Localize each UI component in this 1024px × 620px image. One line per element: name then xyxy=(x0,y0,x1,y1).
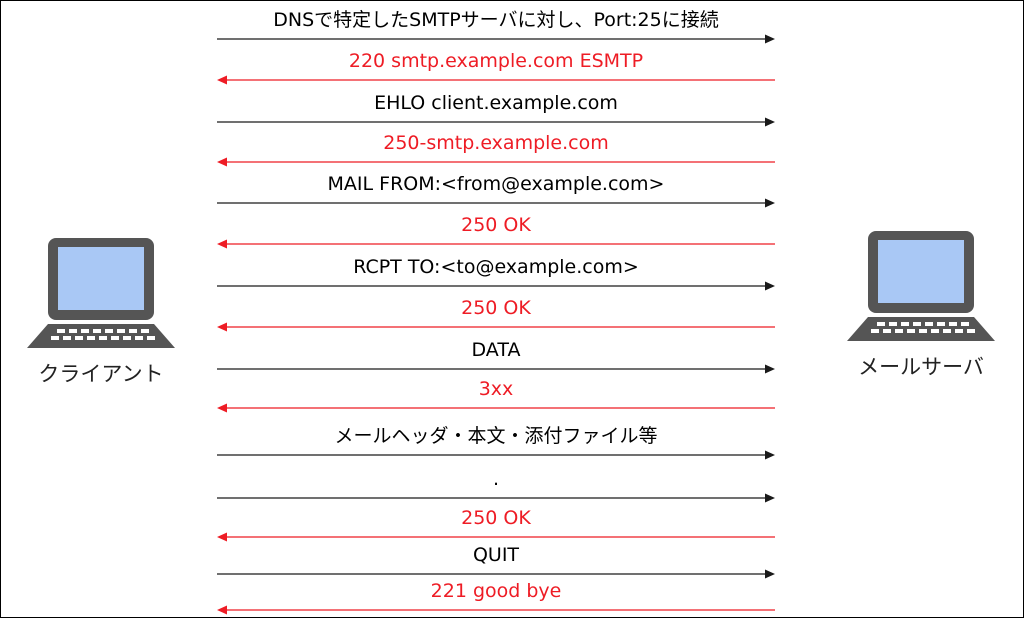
message-text: 221 good bye xyxy=(430,580,562,602)
arrow-right-icon xyxy=(217,493,775,503)
arrow-left-icon xyxy=(217,322,775,332)
message-text: QUIT xyxy=(472,544,520,566)
message-text: 3xx xyxy=(478,378,514,400)
arrow-right-icon xyxy=(217,569,775,579)
arrow-left-icon xyxy=(217,157,775,167)
arrow-left-icon xyxy=(217,605,775,615)
message-end-dot: . xyxy=(217,468,775,508)
message-data: DATA xyxy=(217,339,775,379)
arrow-right-icon xyxy=(217,34,775,44)
server-label: メールサーバ xyxy=(858,355,984,379)
arrow-left-icon xyxy=(217,403,775,413)
message-text: MAIL FROM:<from@example.com> xyxy=(327,173,665,195)
client-actor: クライアント xyxy=(11,234,191,388)
message-body: メールヘッダ・本文・添付ファイル等 xyxy=(217,425,775,465)
message-rcpt-to: RCPT TO:<to@example.com> xyxy=(217,256,775,296)
message-text: 250 OK xyxy=(461,507,531,529)
arrow-right-icon xyxy=(217,364,775,374)
message-3xx: 3xx xyxy=(217,378,775,418)
message-250-rcpt: 250 OK xyxy=(217,297,775,337)
message-mail-from: MAIL FROM:<from@example.com> xyxy=(217,173,775,213)
message-text: DNSで特定したSMTPサーバに対し、Port:25に接続 xyxy=(273,9,719,31)
client-label: クライアント xyxy=(38,362,164,386)
message-ehlo: EHLO client.example.com xyxy=(217,92,775,132)
laptop-icon xyxy=(847,231,995,341)
message-220: 220 smtp.example.com ESMTP xyxy=(217,50,775,90)
message-text: EHLO client.example.com xyxy=(374,92,618,114)
arrow-left-icon xyxy=(217,532,775,542)
message-text: 250-smtp.example.com xyxy=(383,132,609,154)
laptop-icon xyxy=(27,238,175,348)
arrow-right-icon xyxy=(217,198,775,208)
arrow-left-icon xyxy=(217,239,775,249)
message-text: DATA xyxy=(471,339,521,361)
message-quit: QUIT xyxy=(217,544,775,584)
arrow-right-icon xyxy=(217,450,775,460)
message-text: 250 OK xyxy=(461,214,531,236)
arrow-right-icon xyxy=(217,281,775,291)
message-text: 250 OK xyxy=(461,297,531,319)
message-text: RCPT TO:<to@example.com> xyxy=(353,256,639,278)
arrow-left-icon xyxy=(217,75,775,85)
message-text: . xyxy=(492,468,500,490)
message-250-mail: 250 OK xyxy=(217,214,775,254)
message-text: 220 smtp.example.com ESMTP xyxy=(348,50,644,72)
message-250-ehlo: 250-smtp.example.com xyxy=(217,132,775,172)
message-250-data: 250 OK xyxy=(217,507,775,547)
server-actor: メールサーバ xyxy=(831,227,1011,381)
message-text: メールヘッダ・本文・添付ファイル等 xyxy=(334,425,658,447)
arrow-right-icon xyxy=(217,117,775,127)
message-connect: DNSで特定したSMTPサーバに対し、Port:25に接続 xyxy=(217,9,775,49)
message-221: 221 good bye xyxy=(217,580,775,620)
